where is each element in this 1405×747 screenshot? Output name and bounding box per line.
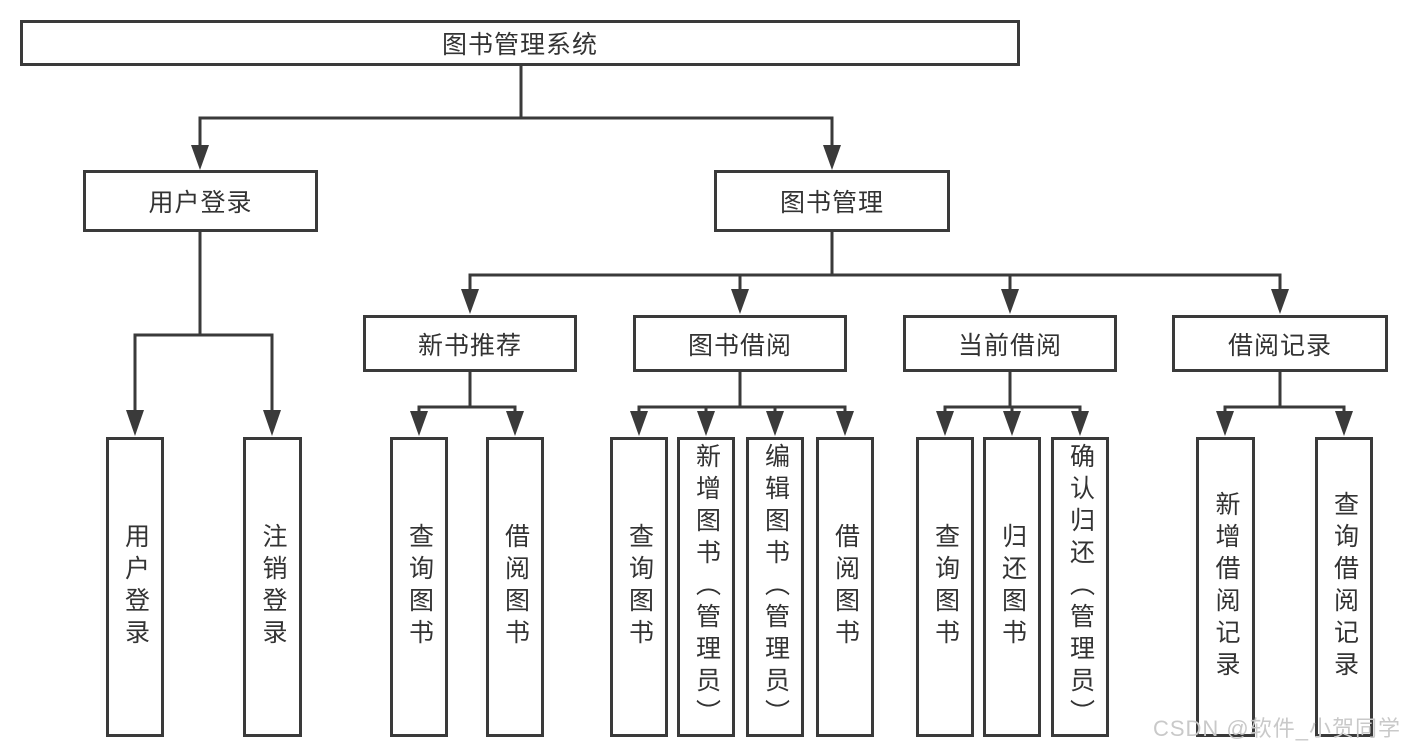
- node-current-borrow: 当前借阅: [903, 315, 1117, 372]
- leaf-return-books: 归还图书: [983, 437, 1041, 737]
- leaf-logout: 注销登录: [243, 437, 302, 737]
- node-library-management-system: 图书管理系统: [20, 20, 1020, 66]
- leaf-query-books-borrow: 查询图书: [610, 437, 668, 737]
- leaf-label: 借阅图书: [831, 523, 860, 651]
- node-book-borrow: 图书借阅: [633, 315, 847, 372]
- arrowheads: [126, 145, 1353, 436]
- leaf-label: 新增图书（管理员）: [692, 443, 721, 731]
- leaf-add-borrow-record: 新增借阅记录: [1196, 437, 1255, 737]
- leaf-edit-books-admin: 编辑图书（管理员）: [746, 437, 804, 737]
- node-label: 用户登录: [148, 189, 253, 217]
- leaf-query-books-recommend: 查询图书: [390, 437, 448, 737]
- node-label: 图书管理系统: [441, 31, 598, 59]
- leaf-query-books-current: 查询图书: [916, 437, 974, 737]
- node-book-management: 图书管理: [714, 170, 950, 232]
- leaf-borrow-books: 借阅图书: [816, 437, 874, 737]
- node-label: 图书借阅: [687, 331, 792, 360]
- leaf-confirm-return-admin: 确认归还（管理员）: [1051, 437, 1109, 737]
- node-label: 新书推荐: [417, 331, 522, 360]
- leaf-borrow-books-recommend: 借阅图书: [486, 437, 544, 737]
- leaf-label: 借阅图书: [501, 523, 530, 651]
- leaf-label: 新增借阅记录: [1212, 491, 1240, 683]
- leaf-label: 编辑图书（管理员）: [761, 443, 790, 731]
- leaf-label: 确认归还（管理员）: [1066, 443, 1095, 731]
- leaf-user-login: 用户登录: [106, 437, 164, 737]
- leaf-query-borrow-record: 查询借阅记录: [1315, 437, 1373, 737]
- leaf-add-books-admin: 新增图书（管理员）: [677, 437, 735, 737]
- leaf-label: 归还图书: [998, 523, 1027, 651]
- leaf-label: 查询图书: [931, 523, 960, 651]
- node-borrow-records: 借阅记录: [1172, 315, 1388, 372]
- leaf-label: 查询借阅记录: [1330, 491, 1359, 683]
- node-new-book-recommend: 新书推荐: [363, 315, 577, 372]
- node-label: 当前借阅: [957, 331, 1062, 360]
- node-user-login: 用户登录: [83, 170, 318, 232]
- leaf-label: 注销登录: [259, 523, 287, 651]
- leaf-label: 查询图书: [625, 523, 654, 651]
- leaf-label: 用户登录: [121, 523, 150, 651]
- node-label: 图书管理: [779, 189, 884, 217]
- node-label: 借阅记录: [1227, 331, 1332, 360]
- leaf-label: 查询图书: [405, 523, 434, 651]
